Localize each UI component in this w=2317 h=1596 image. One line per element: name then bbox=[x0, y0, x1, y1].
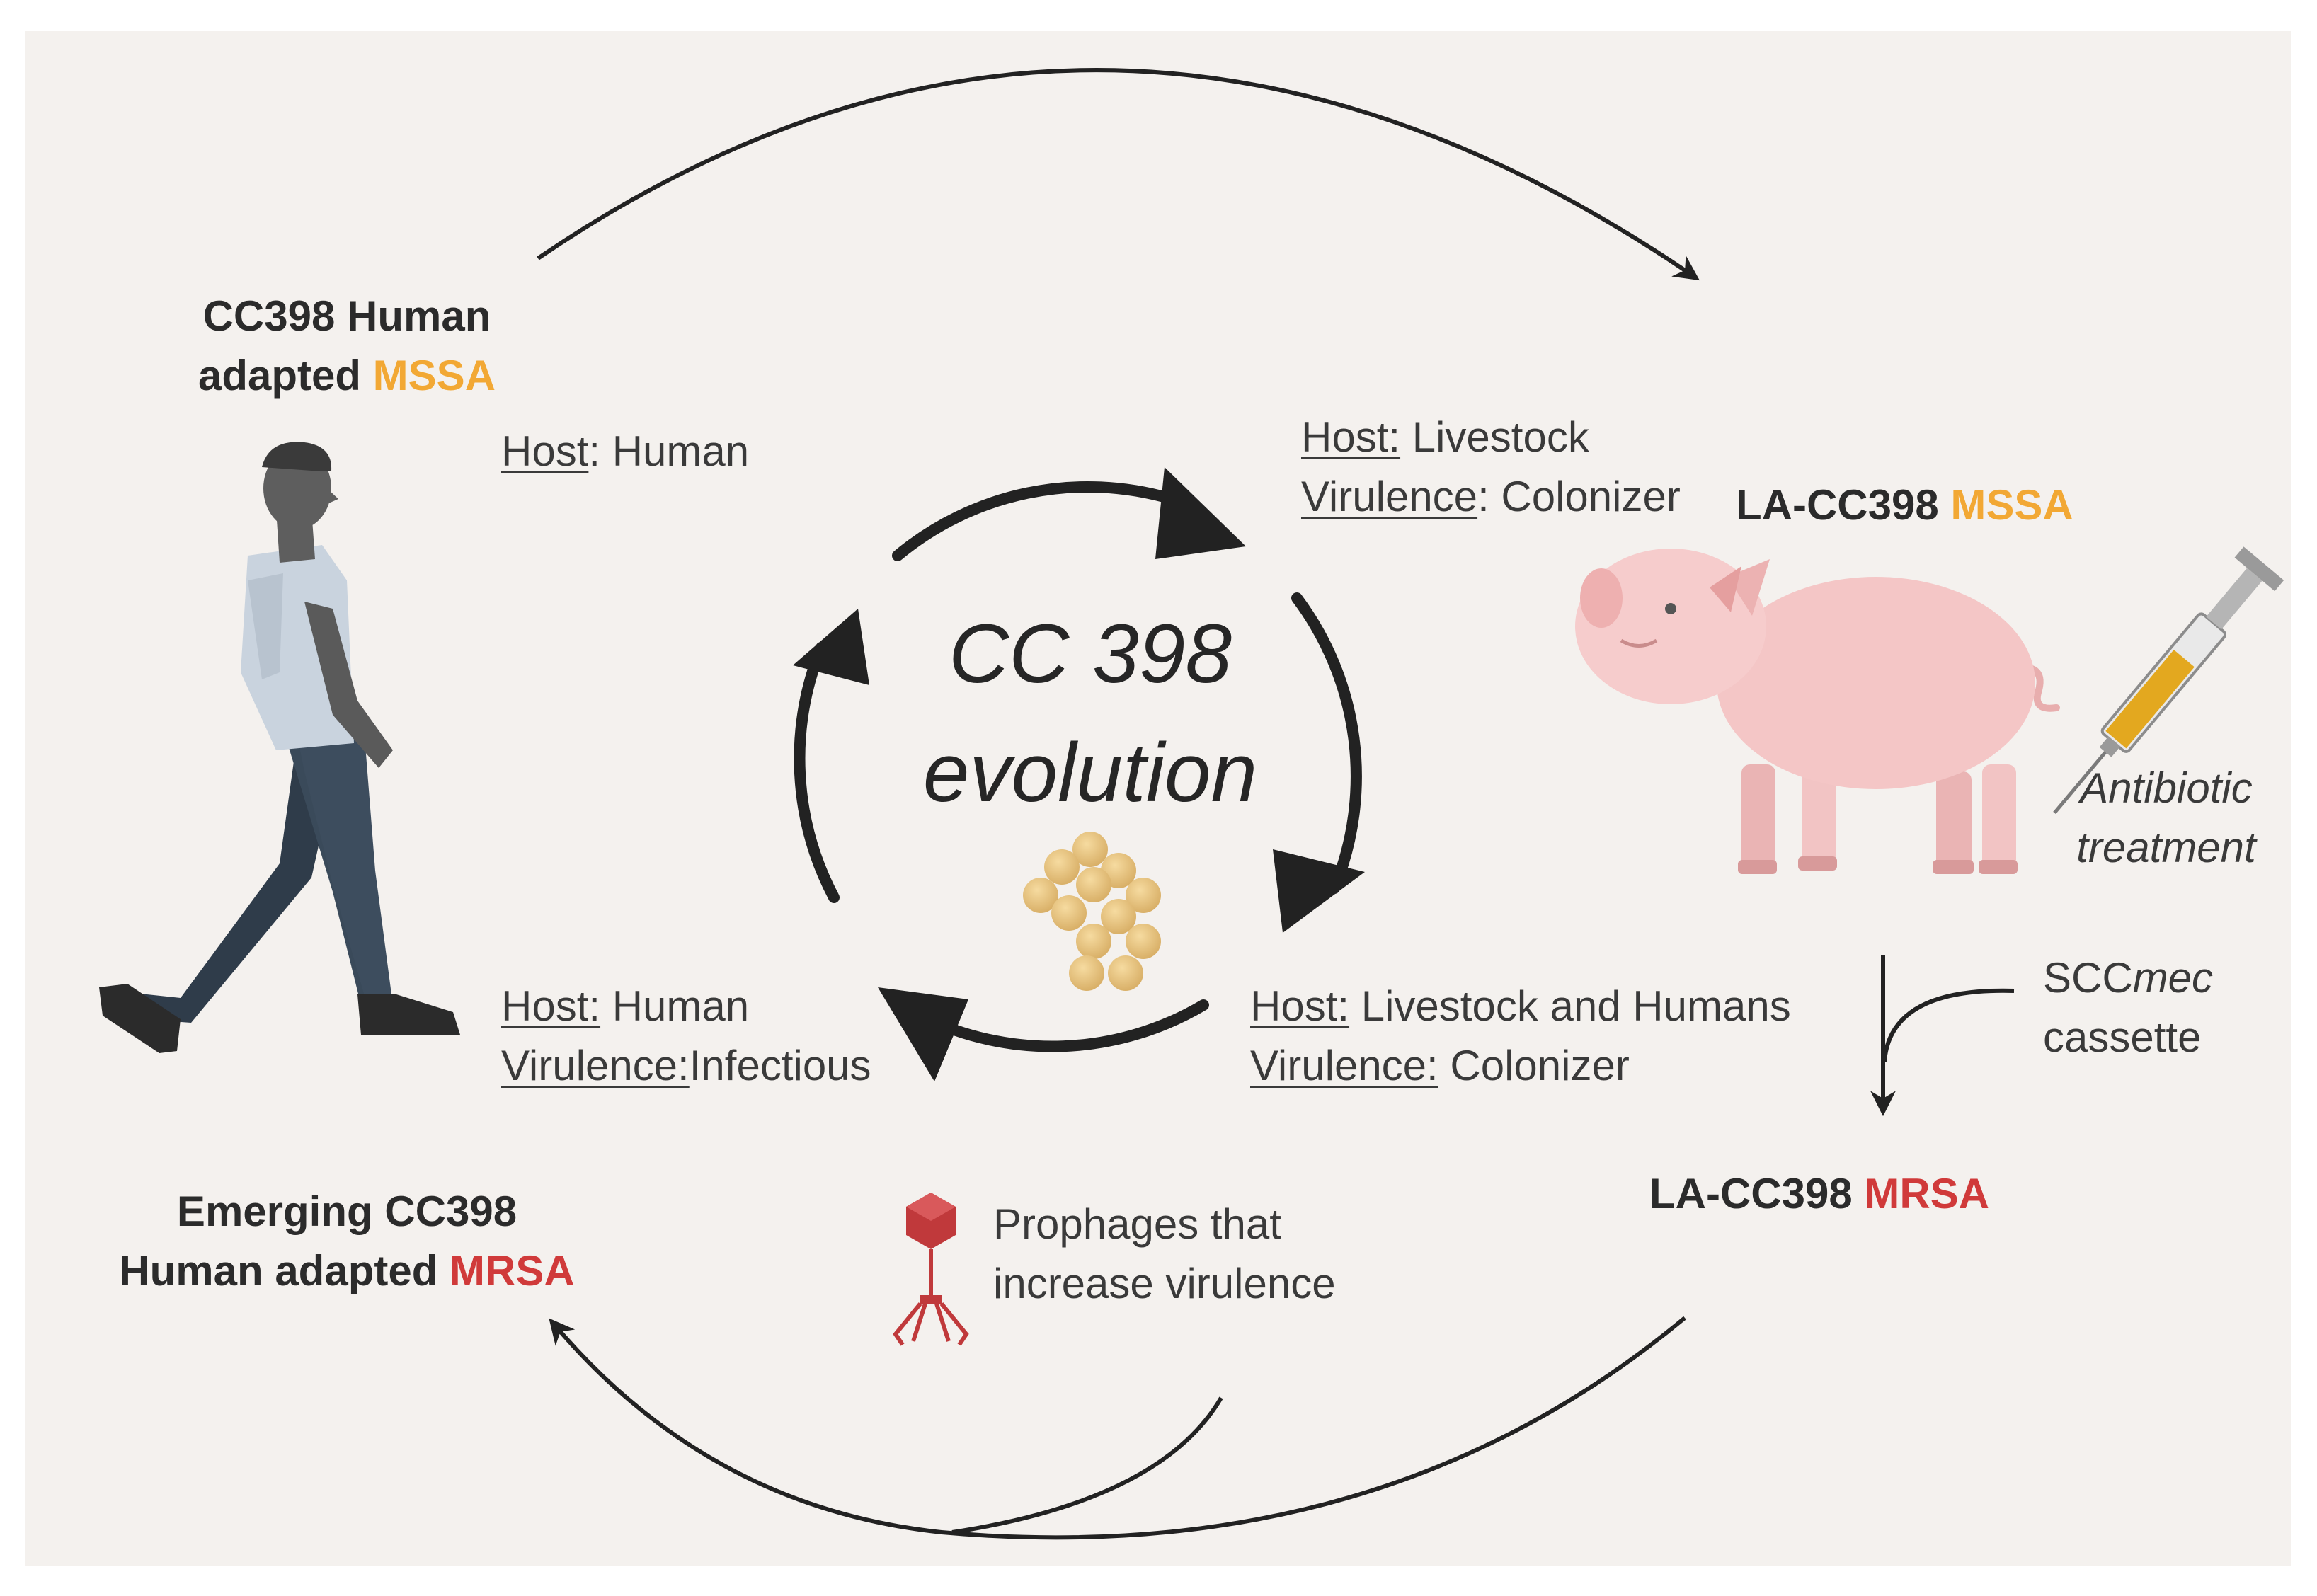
antibiotic-treatment-label: Antibiotic treatment bbox=[2076, 764, 2256, 871]
bacteriophage-icon bbox=[893, 1193, 969, 1346]
cycle-title-line1: CC 398 bbox=[948, 607, 1232, 701]
cycle-title: CC 398 evolution bbox=[899, 595, 1281, 832]
pig-icon bbox=[1575, 549, 2060, 874]
la-cc398-mssa-label: LA-CC398 MSSA bbox=[1736, 481, 2073, 529]
syringe-icon bbox=[2053, 546, 2284, 815]
arrow-sccmec-branch bbox=[1882, 988, 2015, 1062]
emerging-human-mrsa-label: Emerging CC398 Human adapted MRSA bbox=[119, 1188, 575, 1294]
arrow-prophage-branch bbox=[951, 1396, 1223, 1534]
arrow-human-to-livestock bbox=[537, 68, 1700, 281]
host-livestock-humans-block: Host: Livestock and Humans Virulence: Co… bbox=[1250, 982, 1791, 1089]
diagram-background bbox=[25, 31, 2291, 1566]
evolution-cycle-arrows bbox=[794, 481, 1362, 1052]
mssa-text: MSSA bbox=[372, 352, 496, 399]
mssa-text-la: MSSA bbox=[1950, 481, 2073, 529]
mrsa-text: MRSA bbox=[450, 1247, 575, 1294]
walking-person-icon bbox=[99, 442, 460, 1053]
host-human-top: Host: Human bbox=[501, 427, 750, 475]
cycle-title-line2: evolution bbox=[922, 726, 1258, 820]
bacteria-cluster-icon bbox=[1023, 832, 1161, 991]
arrow-livestock-to-human-mrsa bbox=[549, 1316, 1686, 1540]
host-livestock-block: Host: Livestock Virulence: Colonizer bbox=[1301, 413, 1681, 520]
mrsa-text-la: MRSA bbox=[1864, 1170, 1990, 1217]
host-human-infectious-block: Host: Human Virulence:Infectious bbox=[501, 982, 871, 1089]
sccmec-cassette-label: SCCmec cassette bbox=[2043, 954, 2214, 1061]
la-cc398-mrsa-label: LA-CC398 MRSA bbox=[1649, 1170, 1990, 1217]
prophage-label: Prophages that increase virulence bbox=[993, 1200, 1336, 1307]
human-adapted-mssa-label: CC398 Human adapted MSSA bbox=[198, 292, 496, 399]
evolution-cycle-arrowheads bbox=[793, 467, 1365, 1081]
